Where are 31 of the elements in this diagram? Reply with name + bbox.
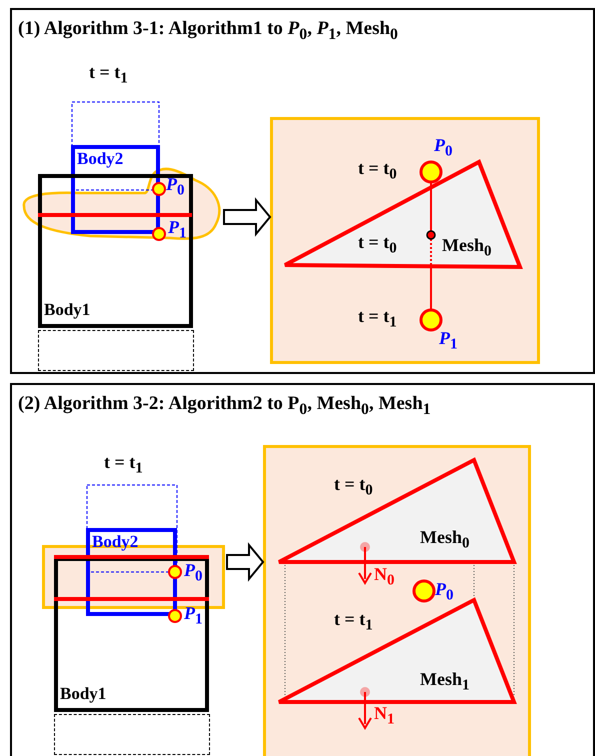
time-label: t = t$_{0}$ <box>334 474 373 501</box>
point-label: P$_{0}$ <box>435 579 454 606</box>
point-label: P$_{1}$ <box>184 603 202 630</box>
point-label: P$_{1}$ <box>439 328 458 355</box>
panel-title: (1) Algorithm 3-1: Algorithm1 to P$_{0}$, P$_{1}$, Mesh$_{0}$ <box>18 18 398 44</box>
time-label: t = t$_{0}$ <box>358 232 397 259</box>
time-label: t = t$_{1}$ <box>334 609 373 636</box>
mesh-label: Mesh$_{0}$ <box>420 527 470 554</box>
panel-frame <box>10 383 595 756</box>
block-arrow <box>223 197 272 237</box>
body-label: Body1 <box>60 684 106 704</box>
dashed-outline <box>38 330 194 371</box>
body-label: Body1 <box>44 300 90 320</box>
body-outline <box>38 174 193 328</box>
point-label: P$_{0}$ <box>166 174 184 201</box>
point-label: P$_{0}$ <box>434 135 452 162</box>
mesh-label: Mesh$_{0}$ <box>442 235 492 262</box>
time-label: t = t$_{1}$ <box>104 452 143 479</box>
time-label: t = t$_{0}$ <box>358 158 397 185</box>
mesh-label: Mesh$_{1}$ <box>420 669 470 696</box>
panel-frame <box>10 8 595 374</box>
body-label: Body2 <box>77 149 124 169</box>
point-label: P$_{1}$ <box>168 217 186 244</box>
normal-label: N$_{1}$ <box>374 703 394 730</box>
time-label: t = t$_{1}$ <box>89 62 128 89</box>
panel-title: (2) Algorithm 3-2: Algorithm2 to P$_{0}$, Mesh$_{0}$, Mesh$_{1}$ <box>18 393 431 419</box>
point-label: P$_{0}$ <box>184 560 202 587</box>
normal-label: N$_{0}$ <box>374 564 394 591</box>
block-arrow <box>226 542 264 582</box>
time-label: t = t$_{1}$ <box>358 306 397 333</box>
dashed-outline <box>54 714 210 755</box>
